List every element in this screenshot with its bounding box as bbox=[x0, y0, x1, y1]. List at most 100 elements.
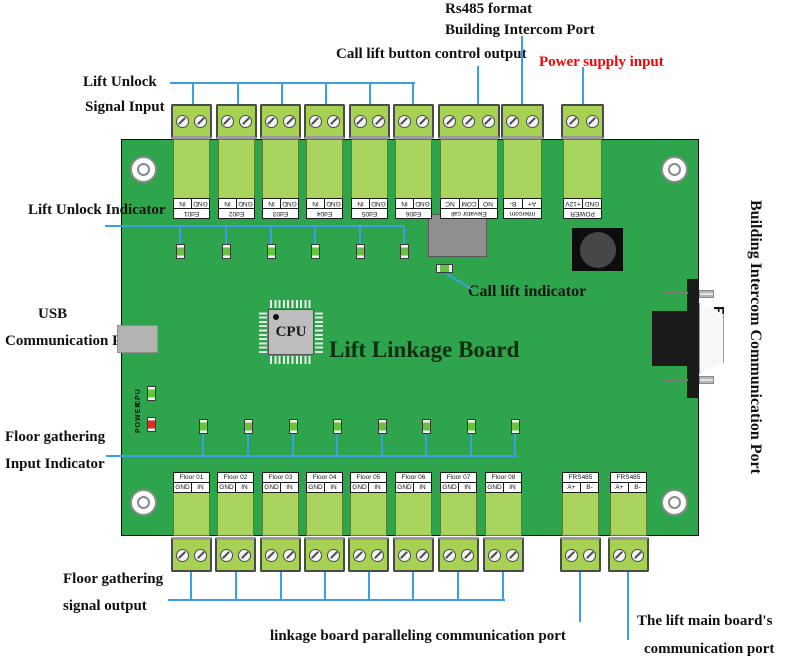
leader-line bbox=[325, 84, 327, 105]
terminal-screw[interactable] bbox=[175, 548, 189, 562]
screw-terminal-block[interactable] bbox=[260, 537, 301, 572]
terminal-screw[interactable] bbox=[487, 548, 501, 562]
terminal-name: Ed06 bbox=[395, 208, 432, 219]
label-floor-gathering-out-1: Floor gathering bbox=[63, 571, 164, 587]
label-floor-gathering-in-2: Input Indicator bbox=[5, 456, 105, 472]
screw-terminal-block[interactable] bbox=[171, 104, 212, 139]
screw-terminal-block[interactable] bbox=[561, 104, 604, 139]
floor-gathering-led bbox=[378, 419, 387, 434]
floor-gathering-led bbox=[244, 419, 253, 434]
terminal-screw[interactable] bbox=[219, 548, 233, 562]
screw-slot bbox=[267, 551, 276, 559]
terminal-screw[interactable] bbox=[481, 114, 495, 128]
screw-terminal-block[interactable] bbox=[171, 537, 212, 572]
terminal-screw[interactable] bbox=[353, 114, 367, 128]
terminal-screw[interactable] bbox=[175, 114, 189, 128]
screw-terminal-block[interactable] bbox=[438, 104, 500, 139]
terminal-screw[interactable] bbox=[461, 548, 475, 562]
terminal-screw[interactable] bbox=[416, 114, 430, 128]
screw-terminal-block[interactable] bbox=[304, 104, 345, 139]
terminal-screw[interactable] bbox=[416, 548, 430, 562]
terminal-screw[interactable] bbox=[352, 548, 366, 562]
terminal-screw[interactable] bbox=[583, 548, 597, 562]
terminal-pin-row: A+B- bbox=[610, 482, 647, 493]
screw-slot bbox=[633, 551, 642, 559]
floor-gathering-led bbox=[199, 419, 208, 434]
leader-line bbox=[457, 572, 459, 599]
terminal-screw[interactable] bbox=[443, 114, 457, 128]
terminal-screw[interactable] bbox=[264, 548, 278, 562]
screw-terminal-block[interactable] bbox=[349, 104, 390, 139]
terminal-screw[interactable] bbox=[220, 114, 234, 128]
terminal-screw[interactable] bbox=[525, 114, 539, 128]
screw-terminal-block[interactable] bbox=[216, 104, 257, 139]
screw-terminal-block[interactable] bbox=[260, 104, 301, 139]
terminal-screw[interactable] bbox=[566, 114, 580, 128]
terminal-screw[interactable] bbox=[308, 548, 322, 562]
terminal-screw[interactable] bbox=[631, 548, 645, 562]
screw-slot bbox=[400, 117, 409, 125]
screw-slot bbox=[445, 117, 454, 125]
terminal-screw[interactable] bbox=[506, 548, 520, 562]
screw-terminal-block[interactable] bbox=[215, 537, 256, 572]
mounting-hole-center bbox=[137, 163, 150, 176]
screw-terminal-block[interactable] bbox=[560, 537, 601, 572]
terminal-screw[interactable] bbox=[564, 548, 578, 562]
terminal-screw[interactable] bbox=[327, 114, 341, 128]
terminal-screw[interactable] bbox=[372, 114, 386, 128]
screw-terminal-block[interactable] bbox=[501, 104, 544, 139]
label-lift-main-board-2: communication port bbox=[644, 641, 775, 657]
screw-terminal-block[interactable] bbox=[483, 537, 524, 572]
terminal-screw[interactable] bbox=[283, 114, 297, 128]
terminal-screw[interactable] bbox=[327, 548, 341, 562]
screw-slot bbox=[463, 551, 472, 559]
screw-terminal-block[interactable] bbox=[438, 537, 479, 572]
terminal-pin-label: IN bbox=[503, 482, 522, 493]
terminal-screw[interactable] bbox=[397, 548, 411, 562]
leader-line bbox=[179, 227, 181, 244]
terminal-screw[interactable] bbox=[238, 548, 252, 562]
leader-line bbox=[190, 572, 192, 599]
screw-terminal-block[interactable] bbox=[608, 537, 649, 572]
terminal-screw[interactable] bbox=[308, 114, 322, 128]
terminal-screw[interactable] bbox=[239, 114, 253, 128]
terminal-screw[interactable] bbox=[585, 114, 599, 128]
terminal-screw[interactable] bbox=[506, 114, 520, 128]
terminal-screw[interactable] bbox=[612, 548, 626, 562]
leader-line bbox=[502, 572, 504, 599]
label-floor-gathering-out-2: signal output bbox=[63, 598, 147, 614]
leader-line bbox=[477, 66, 479, 105]
terminal-screw[interactable] bbox=[462, 114, 476, 128]
lift-unlock-led bbox=[267, 244, 276, 259]
terminal-screw[interactable] bbox=[194, 114, 208, 128]
terminal-screw[interactable] bbox=[371, 548, 385, 562]
screw-terminal-block[interactable] bbox=[393, 104, 434, 139]
terminal-screw[interactable] bbox=[442, 548, 456, 562]
terminal-name: Ed04 bbox=[306, 208, 343, 219]
terminal-screw[interactable] bbox=[264, 114, 278, 128]
rs232-connector-shell bbox=[652, 311, 688, 366]
screw-slot bbox=[528, 117, 537, 125]
screw-terminal-block[interactable] bbox=[304, 537, 345, 572]
terminal-screw[interactable] bbox=[283, 548, 297, 562]
terminal-screw[interactable] bbox=[194, 548, 208, 562]
terminal-pin-label: GND bbox=[369, 198, 388, 209]
screw-terminal-block[interactable] bbox=[393, 537, 434, 572]
leader-line bbox=[381, 434, 383, 455]
cpu-status-led bbox=[147, 386, 156, 401]
terminal-name: Ed03 bbox=[262, 208, 299, 219]
label-lift-unlock-indicator: Lift Unlock Indicator bbox=[28, 202, 166, 218]
terminal-pin-label: GND bbox=[485, 482, 504, 493]
terminal-name: Ed01 bbox=[173, 208, 210, 219]
screw-terminal-block[interactable] bbox=[348, 537, 389, 572]
terminal-screw[interactable] bbox=[397, 114, 411, 128]
